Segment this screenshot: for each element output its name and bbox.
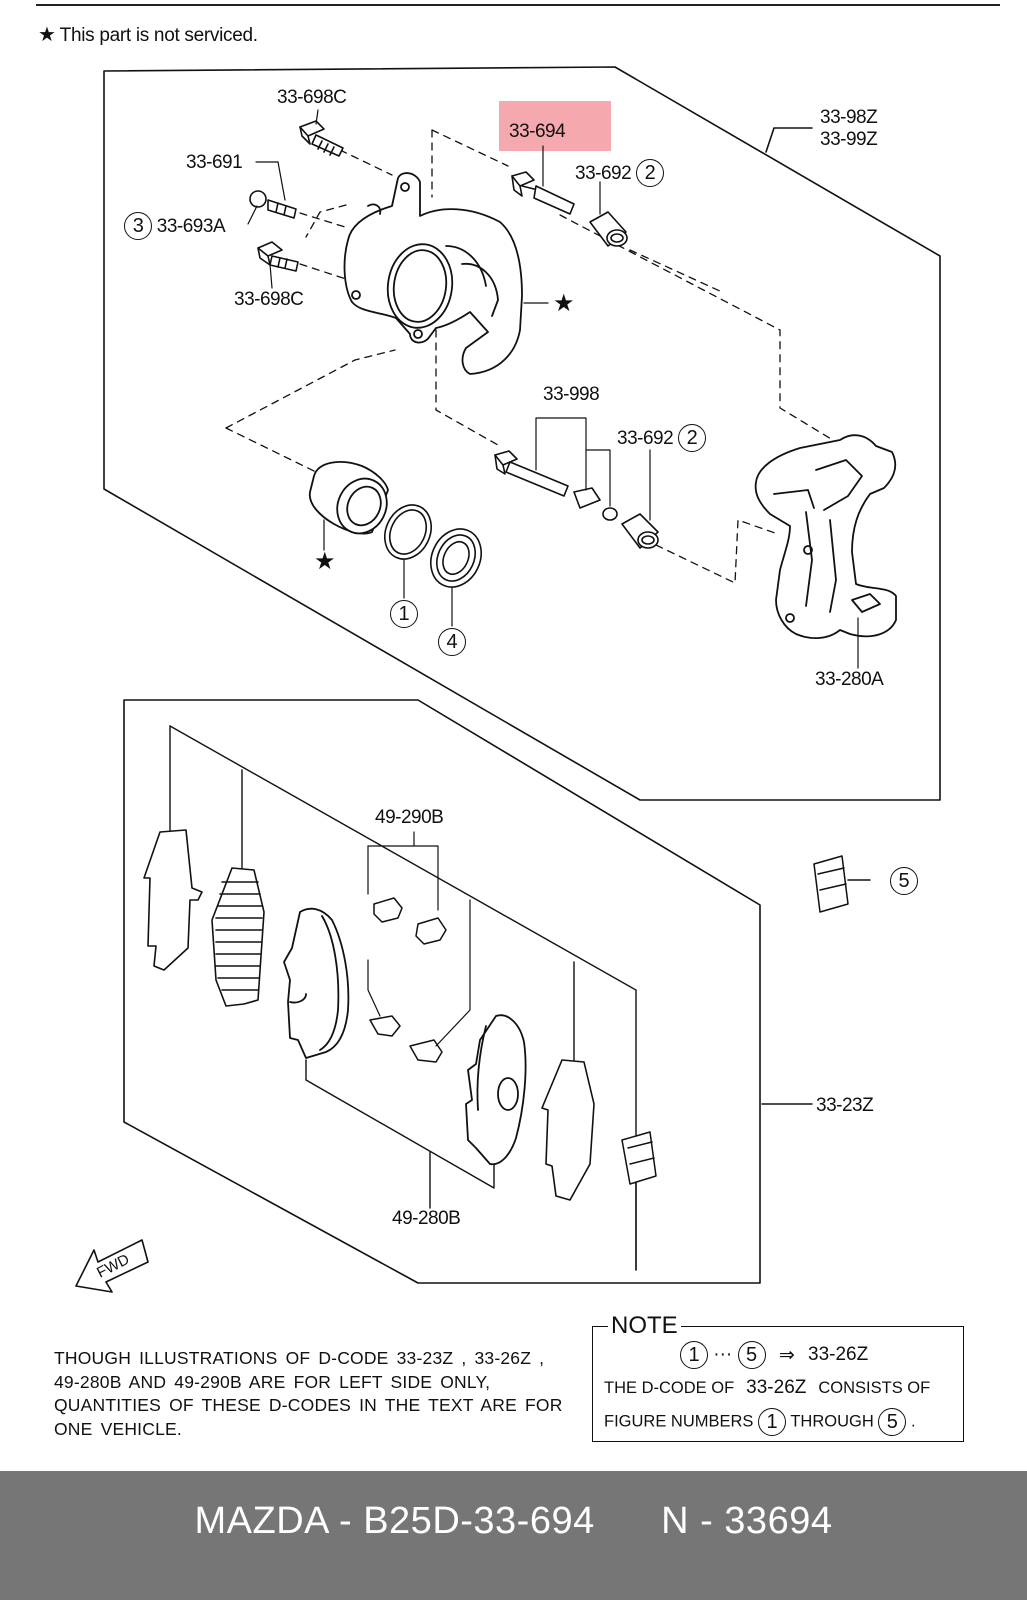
wear-indicator <box>621 1131 657 1185</box>
note-line2-a: THE D-CODE OF <box>604 1379 735 1397</box>
label-33-280a: 33-280A <box>815 669 884 690</box>
figure-number-2-mid: 2 <box>677 424 706 452</box>
fwd-arrow: FWD <box>75 1239 149 1293</box>
pad-kit-frame <box>123 699 761 1284</box>
note-range-to: 5 <box>737 1341 766 1369</box>
inner-shim <box>541 1059 595 1201</box>
label-33-693a-text: 33-693A <box>156 216 226 237</box>
leader-3398z <box>765 127 813 153</box>
note-line3-end: . <box>910 1412 916 1431</box>
note-range-from: 1 <box>680 1341 708 1369</box>
top-rule <box>36 4 1000 6</box>
label-33-693a: 3 33-693A <box>124 212 226 240</box>
note-line3-to: 5 <box>878 1408 907 1436</box>
label-49-290b: 49-290B <box>375 807 444 828</box>
note-figure-line: FIGURE NUMBERS 1 THROUGH 5 . <box>604 1408 916 1436</box>
caliper-bracket <box>754 434 897 639</box>
label-49-280b: 49-280B <box>392 1208 461 1229</box>
inner-brake-pad <box>465 1014 527 1166</box>
exploded-diagram: FWD <box>75 66 941 1293</box>
footer-bar <box>0 1471 1027 1600</box>
outer-shim-b <box>211 867 265 1007</box>
note-ellipsis: ··· <box>713 1344 733 1365</box>
star-icon-caliper: ★ <box>553 290 575 317</box>
footer-part-number: MAZDA - B25D-33-694 N - 33694 <box>194 1500 833 1542</box>
dust-boot <box>430 528 482 588</box>
label-33-698c-top: 33-698C <box>277 87 347 108</box>
label-33-691: 33-691 <box>186 152 243 173</box>
note-title: NOTE <box>608 1312 681 1340</box>
label-33-698c-bottom: 33-698C <box>234 289 304 310</box>
assembly-dashed-lines <box>225 129 847 584</box>
outer-shim-a <box>143 829 203 971</box>
note-consists-line: THE D-CODE OF 33-26Z CONSISTS OF <box>604 1377 930 1399</box>
note-box <box>592 1326 964 1442</box>
pad-clips <box>369 897 447 1063</box>
note-line3-b: THROUGH <box>790 1412 874 1431</box>
star-icon-piston: ★ <box>314 548 336 575</box>
caliper-assembly-frame <box>103 66 941 801</box>
note-line2-code: 33-26Z <box>746 1377 807 1398</box>
note-line2-b: CONSISTS OF <box>818 1379 931 1397</box>
label-33-694: 33-694 <box>509 121 566 142</box>
note-arrow: ⇒ <box>778 1344 795 1366</box>
note-range-line: 1 ··· 5 ⇒ 33-26Z <box>680 1341 868 1369</box>
label-33-692-top: 33-692 2 <box>575 159 664 187</box>
figure-number-2-top: 2 <box>635 159 664 187</box>
outer-brake-pad <box>283 907 350 1059</box>
bolt-33-698c-bottom <box>257 241 299 272</box>
label-33-692-top-text: 33-692 <box>575 163 632 184</box>
footnote-text: THOUGH ILLUSTRATIONS OF D-CODE 33-23Z , … <box>54 1348 563 1439</box>
label-33-692-mid-text: 33-692 <box>617 428 674 449</box>
label-33-998: 33-998 <box>543 384 600 405</box>
label-33-692-mid: 33-692 2 <box>617 424 706 452</box>
caliper-body <box>343 172 523 375</box>
label-33-98z: 33-98Z <box>820 107 878 128</box>
label-33-99z: 33-99Z <box>820 129 878 150</box>
note-line3-a: FIGURE NUMBERS <box>604 1412 754 1431</box>
figure-number-1: 1 <box>390 600 418 628</box>
figure-number-4: 4 <box>438 628 466 656</box>
not-serviced-notice: ★This part is not serviced. <box>38 22 258 47</box>
notice-text: This part is not serviced. <box>59 25 258 46</box>
figure-number-3: 3 <box>124 212 152 240</box>
note-result: 33-26Z <box>808 1344 869 1365</box>
piston-seal <box>384 504 432 560</box>
label-33-23z: 33-23Z <box>816 1095 874 1116</box>
bolt-33-698c-top <box>299 120 344 157</box>
guide-pin-33-694 <box>511 171 575 215</box>
piston <box>308 461 389 535</box>
star-icon: ★ <box>38 24 56 46</box>
note-line3-from: 1 <box>758 1408 787 1436</box>
bleeder-screw <box>249 190 297 219</box>
selected-part-highlight <box>499 101 611 151</box>
boot-33-692-top <box>589 211 628 247</box>
guide-pin-33-998 <box>494 450 659 549</box>
wear-indicator-part-5 <box>813 855 871 913</box>
figure-number-5: 5 <box>890 867 918 895</box>
